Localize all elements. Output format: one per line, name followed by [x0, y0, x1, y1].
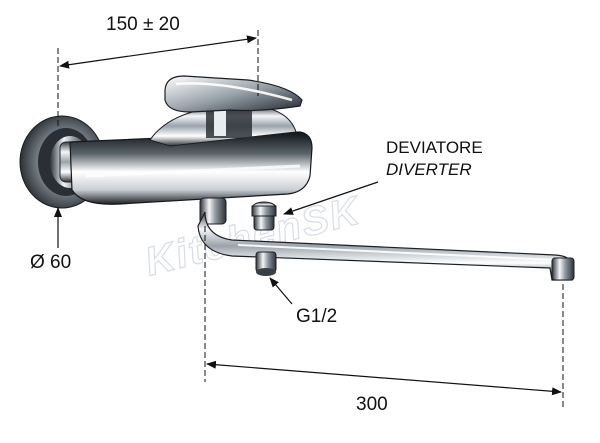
- spout-length-dimension: [204, 226, 564, 410]
- aerator: [551, 257, 575, 281]
- faucet-illustration: [19, 75, 575, 281]
- width-dimension-label: 150 ± 20: [106, 14, 180, 35]
- mixer-body: [69, 131, 313, 205]
- width-dimension: [57, 30, 259, 126]
- spout-collar: [199, 197, 227, 225]
- diameter-label: Ø 60: [30, 252, 72, 273]
- thread-leader: [269, 277, 293, 305]
- diverter-label-it: DEVIATORE: [386, 138, 483, 157]
- spout-length-label: 300: [356, 394, 388, 415]
- diverter-knob: [251, 201, 277, 231]
- diverter-label-en: DIVERTER: [386, 160, 472, 179]
- diverter-leader: [283, 181, 379, 215]
- shower-outlet: [255, 251, 277, 276]
- thread-size-label: G1/2: [296, 306, 338, 327]
- lever-handle: [164, 75, 303, 113]
- watermark-text: KitchenSK: [141, 188, 366, 284]
